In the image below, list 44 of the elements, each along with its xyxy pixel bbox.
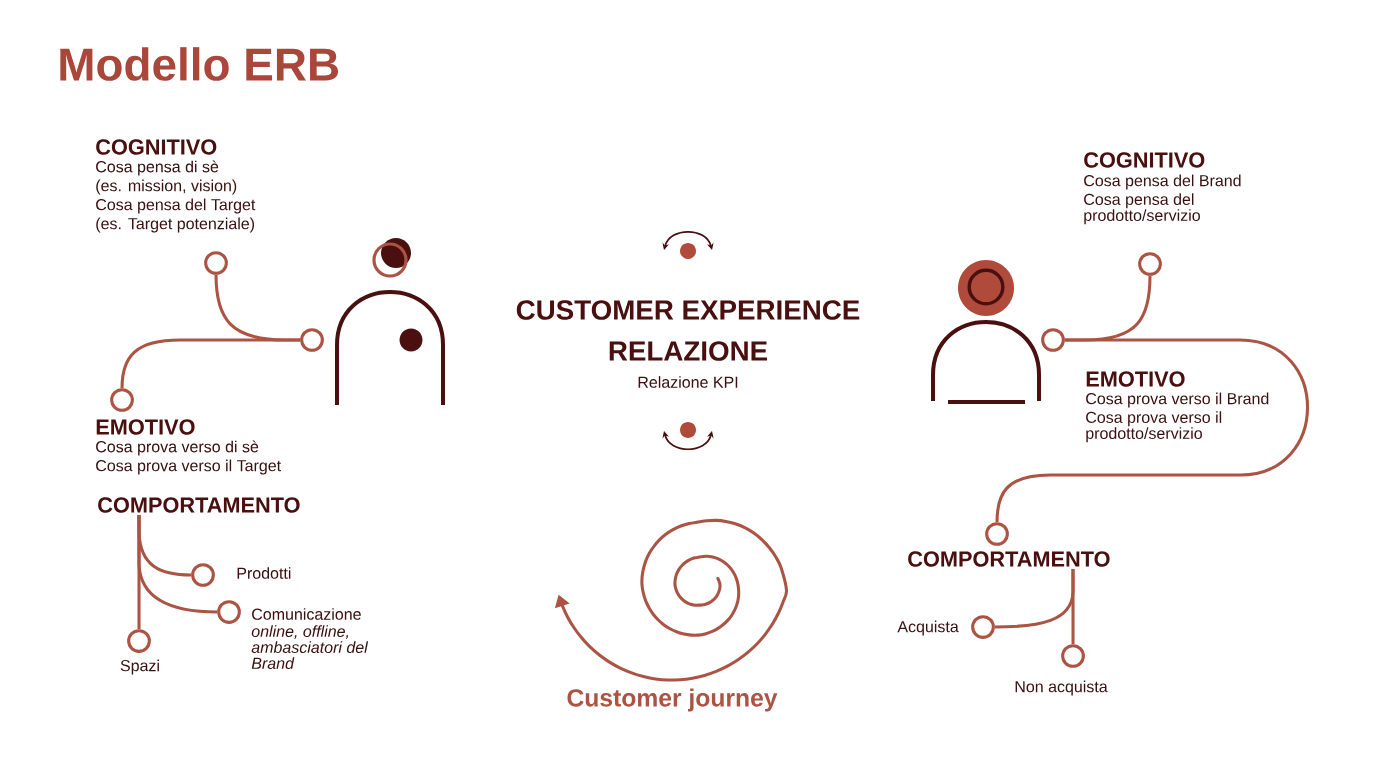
- hollow-circle: [1061, 644, 1085, 668]
- heading: CUSTOMER EXPERIENCE: [516, 300, 860, 320]
- item-label: Prodotti: [237, 567, 291, 579]
- hollow-circle: [204, 251, 228, 275]
- description-text: Cosa pensa di sè: [96, 160, 219, 176]
- person-figure: [335, 238, 445, 405]
- item-label: online, offline, ambasciatori del Brand: [251, 625, 369, 670]
- description-text: (es. mission, vision): [96, 179, 237, 195]
- heading: EMOTIVO: [96, 419, 195, 435]
- heading: EMOTIVO: [1086, 371, 1185, 387]
- description-text: Cosa prova verso di sè: [96, 440, 259, 456]
- connector-line: [995, 338, 1309, 523]
- description-text: Cosa pensa del prodotto/servizio: [1084, 193, 1200, 225]
- title: Modello ERB: [60, 47, 338, 81]
- hollow-circle: [300, 328, 324, 352]
- hollow-circle: [985, 522, 1009, 546]
- heading: RELAZIONE: [609, 341, 768, 361]
- hollow-circle: [127, 629, 151, 653]
- description-text: Cosa pensa del Target: [96, 198, 256, 214]
- description-text: Cosa prova verso il prodotto/servizio: [1086, 411, 1222, 443]
- hollow-circle: [191, 563, 215, 587]
- description-text: Cosa prova verso il Target: [96, 459, 281, 475]
- connector-line: [137, 514, 141, 630]
- description-text: (es. Target potenziale): [96, 217, 255, 233]
- item-label: Non acquista: [1015, 680, 1108, 696]
- hollow-circle: [217, 600, 241, 624]
- item-label: Spazi: [120, 659, 159, 675]
- item-label: Acquista: [897, 620, 959, 636]
- subheading: Relazione KPI: [638, 376, 738, 388]
- connector-line: [1071, 568, 1075, 645]
- hollow-circle: [1138, 252, 1162, 276]
- hollow-circle: [110, 388, 134, 412]
- connector-line: [120, 338, 301, 389]
- heading: COGNITIVO: [96, 139, 217, 155]
- description-text: Cosa pensa del Brand: [1084, 174, 1241, 190]
- person-figure: [931, 260, 1041, 404]
- heading: COMPORTAMENTO: [908, 551, 1110, 567]
- hollow-circle: [1041, 328, 1065, 352]
- heading: COMPORTAMENTO: [98, 497, 300, 513]
- description-text: Cosa prova verso il Brand: [1086, 392, 1269, 408]
- hollow-circle: [971, 615, 995, 639]
- heading: COGNITIVO: [1084, 152, 1205, 168]
- curved-text: Customer journey: [567, 688, 778, 712]
- item-label: Comunicazione: [252, 608, 361, 620]
